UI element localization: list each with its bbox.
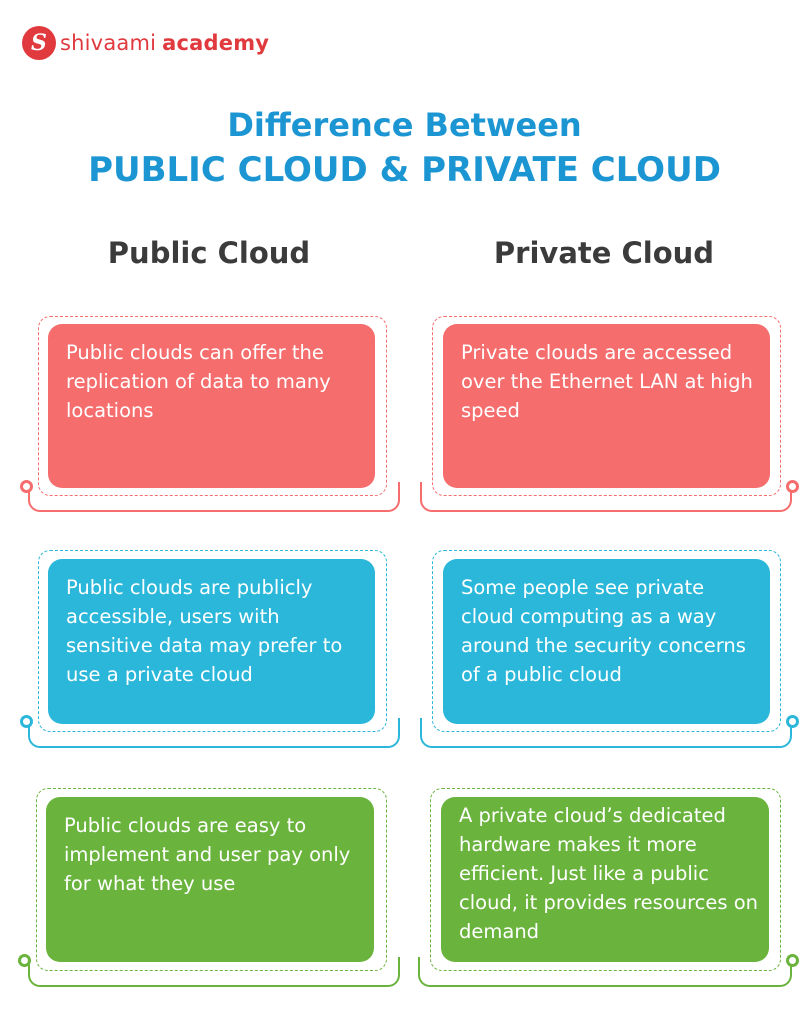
connector-dot-icon bbox=[786, 715, 799, 728]
connector-dot-icon bbox=[20, 480, 33, 493]
private-cloud-card-2: Some people see private cloud computing … bbox=[443, 559, 770, 724]
frame-bracket bbox=[420, 482, 792, 512]
frame-bracket bbox=[420, 718, 792, 748]
public-cloud-card-3: Public clouds are easy to implement and … bbox=[46, 797, 374, 962]
column-heading-public: Public Cloud bbox=[107, 236, 311, 270]
dashed-frame bbox=[430, 788, 781, 971]
dashed-frame bbox=[432, 316, 781, 496]
dashed-frame bbox=[38, 316, 387, 496]
dashed-frame bbox=[36, 788, 387, 971]
public-cloud-card-1: Public clouds can offer the replication … bbox=[48, 324, 375, 488]
frame-bracket bbox=[418, 957, 792, 987]
connector-dot-icon bbox=[786, 954, 799, 967]
column-heading-private: Private Cloud bbox=[493, 236, 715, 270]
private-cloud-card-1: Private clouds are accessed over the Eth… bbox=[443, 324, 770, 488]
public-cloud-card-2: Public clouds are publicly accessible, u… bbox=[48, 559, 375, 724]
brand-logo-icon: S bbox=[22, 26, 56, 60]
connector-dot-icon bbox=[18, 954, 31, 967]
brand-name: shivaami bbox=[60, 31, 157, 55]
brand-suffix: academy bbox=[162, 31, 270, 55]
page-title-line-2: PUBLIC CLOUD & PRIVATE CLOUD bbox=[88, 150, 721, 190]
dashed-frame bbox=[38, 550, 387, 732]
connector-dot-icon bbox=[786, 480, 799, 493]
private-cloud-card-3: A private cloud’s dedicated hardware mak… bbox=[441, 797, 769, 962]
frame-bracket bbox=[28, 957, 400, 987]
frame-bracket bbox=[28, 718, 400, 748]
page-title-line-1: Difference Between bbox=[227, 106, 582, 144]
connector-dot-icon bbox=[20, 715, 33, 728]
dashed-frame bbox=[432, 550, 781, 732]
frame-bracket bbox=[28, 482, 400, 512]
